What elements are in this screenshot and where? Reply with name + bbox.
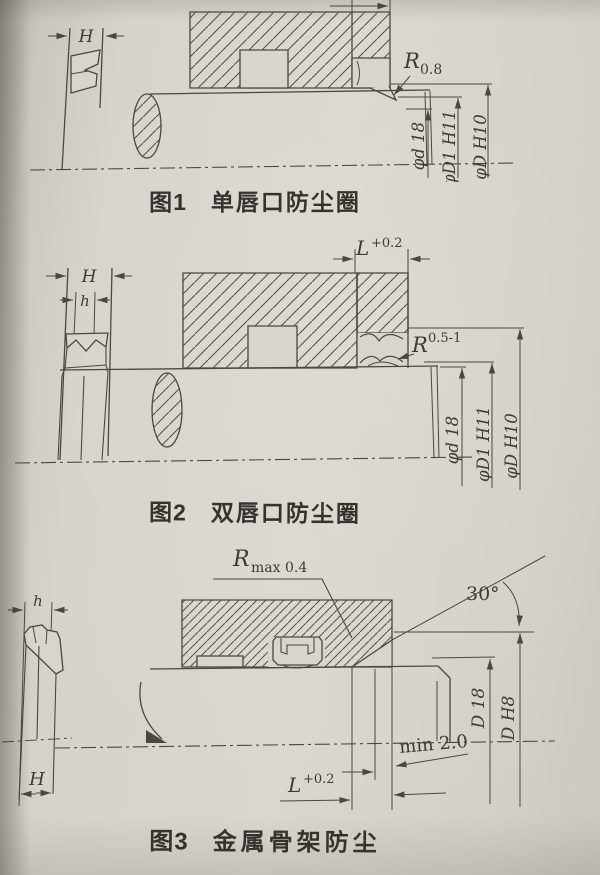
fig2-H-label: H xyxy=(81,267,98,287)
fig1-left-profile: H xyxy=(48,27,124,170)
fig3-L-tolerance: +0.2 xyxy=(303,772,335,787)
fig2-dia-D-label: φD H10 xyxy=(502,413,521,478)
fig2-R-value: 0.5-1 xyxy=(428,331,461,346)
fig2-seal-upper-lip xyxy=(360,334,403,341)
fig2-right-dimensions: φd 18 φD1 H11 φD H10 xyxy=(440,329,524,490)
figure2-drawing: L +0.2 H h xyxy=(0,236,600,498)
fig3-shaft xyxy=(55,666,555,748)
fig1-shaft xyxy=(30,90,515,170)
figure2-caption: 图2 双唇口防尘圈 xyxy=(95,493,415,529)
figure1-drawing: H φd 18 xyxy=(0,0,600,182)
fig3-angle-dimension: 30° xyxy=(394,582,534,632)
fig2-radius-callout: R 0.5-1 xyxy=(398,328,524,362)
fig1-dia-D-label: φD H10 xyxy=(471,114,490,179)
figure3-title: 金属骨架防尘 xyxy=(212,828,381,857)
fig2-centerline xyxy=(15,457,475,463)
fig2-seal-lower-lip xyxy=(360,356,403,363)
fig3-L-label: L xyxy=(287,773,301,797)
fig3-housing-section xyxy=(182,556,545,668)
fig3-left-profile: h H xyxy=(2,592,72,806)
fig2-L-dimension: L +0.2 xyxy=(333,236,430,273)
fig3-angle-label: 30° xyxy=(466,583,500,605)
fig3-centerline xyxy=(55,741,555,748)
fig1-centerline xyxy=(30,163,515,170)
fig3-H-label: H xyxy=(28,769,45,790)
figure1-number: 图1 xyxy=(149,189,187,215)
figure3-drawing: R max 0.4 30° xyxy=(0,547,600,834)
fig2-h-label: h xyxy=(80,292,90,310)
figure3-number: 图3 xyxy=(149,828,189,856)
fig1-housing-section xyxy=(190,0,396,100)
fig3-R-value: max 0.4 xyxy=(251,560,307,576)
fig3-groove-extensions xyxy=(352,640,392,810)
fig2-L-tolerance: +0.2 xyxy=(371,236,403,251)
fig1-H-label: H xyxy=(78,27,95,47)
fig3-metal-case xyxy=(273,637,322,665)
fig2-dia-D1-label: φD1 H11 xyxy=(474,406,493,482)
figure1-caption: 图1 单唇口防尘圈 xyxy=(95,183,415,217)
fig3-rmax-callout: R max 0.4 xyxy=(213,547,352,638)
fig3-L-dimension: L +0.2 xyxy=(280,772,446,804)
fig1-radius-callout: R 0.8 xyxy=(394,49,442,95)
figure2-title: 双唇口防尘圈 xyxy=(210,499,361,527)
fig2-L-label: L xyxy=(355,236,369,260)
figure3-caption: 图3 金属骨架防尘 xyxy=(85,821,445,859)
fig1-R-value: 0.8 xyxy=(420,62,442,78)
fig2-R-label: R xyxy=(411,333,428,357)
figure2-number: 图2 xyxy=(148,499,187,526)
fig3-R-label: R xyxy=(232,547,250,572)
fig1-right-dimensions: φd 18 φD1 H11 φD H10 xyxy=(390,84,492,182)
fig1-R-label: R xyxy=(403,49,420,73)
fig1-dia-d-label: φd 18 xyxy=(409,122,428,170)
fig3-d-label: D 18 xyxy=(469,687,489,729)
fig2-shaft xyxy=(15,366,475,463)
fig3-h-label: h xyxy=(33,592,43,610)
fig2-dia-d-label: φd 18 xyxy=(443,416,462,464)
figure1-title: 单唇口防尘圈 xyxy=(210,189,361,215)
fig2-left-profile: H h xyxy=(46,267,132,460)
fig3-D-label: D H8 xyxy=(499,695,519,741)
fig2-housing-section xyxy=(183,273,408,368)
fig3-min-clearance-dimension: min 2.0 xyxy=(342,731,469,776)
fig1-dia-D1-label: φD1 H11 xyxy=(440,110,459,182)
fig3-min-label: min 2.0 xyxy=(398,731,468,758)
fig3-right-dimensions: D 18 D H8 xyxy=(432,633,524,807)
